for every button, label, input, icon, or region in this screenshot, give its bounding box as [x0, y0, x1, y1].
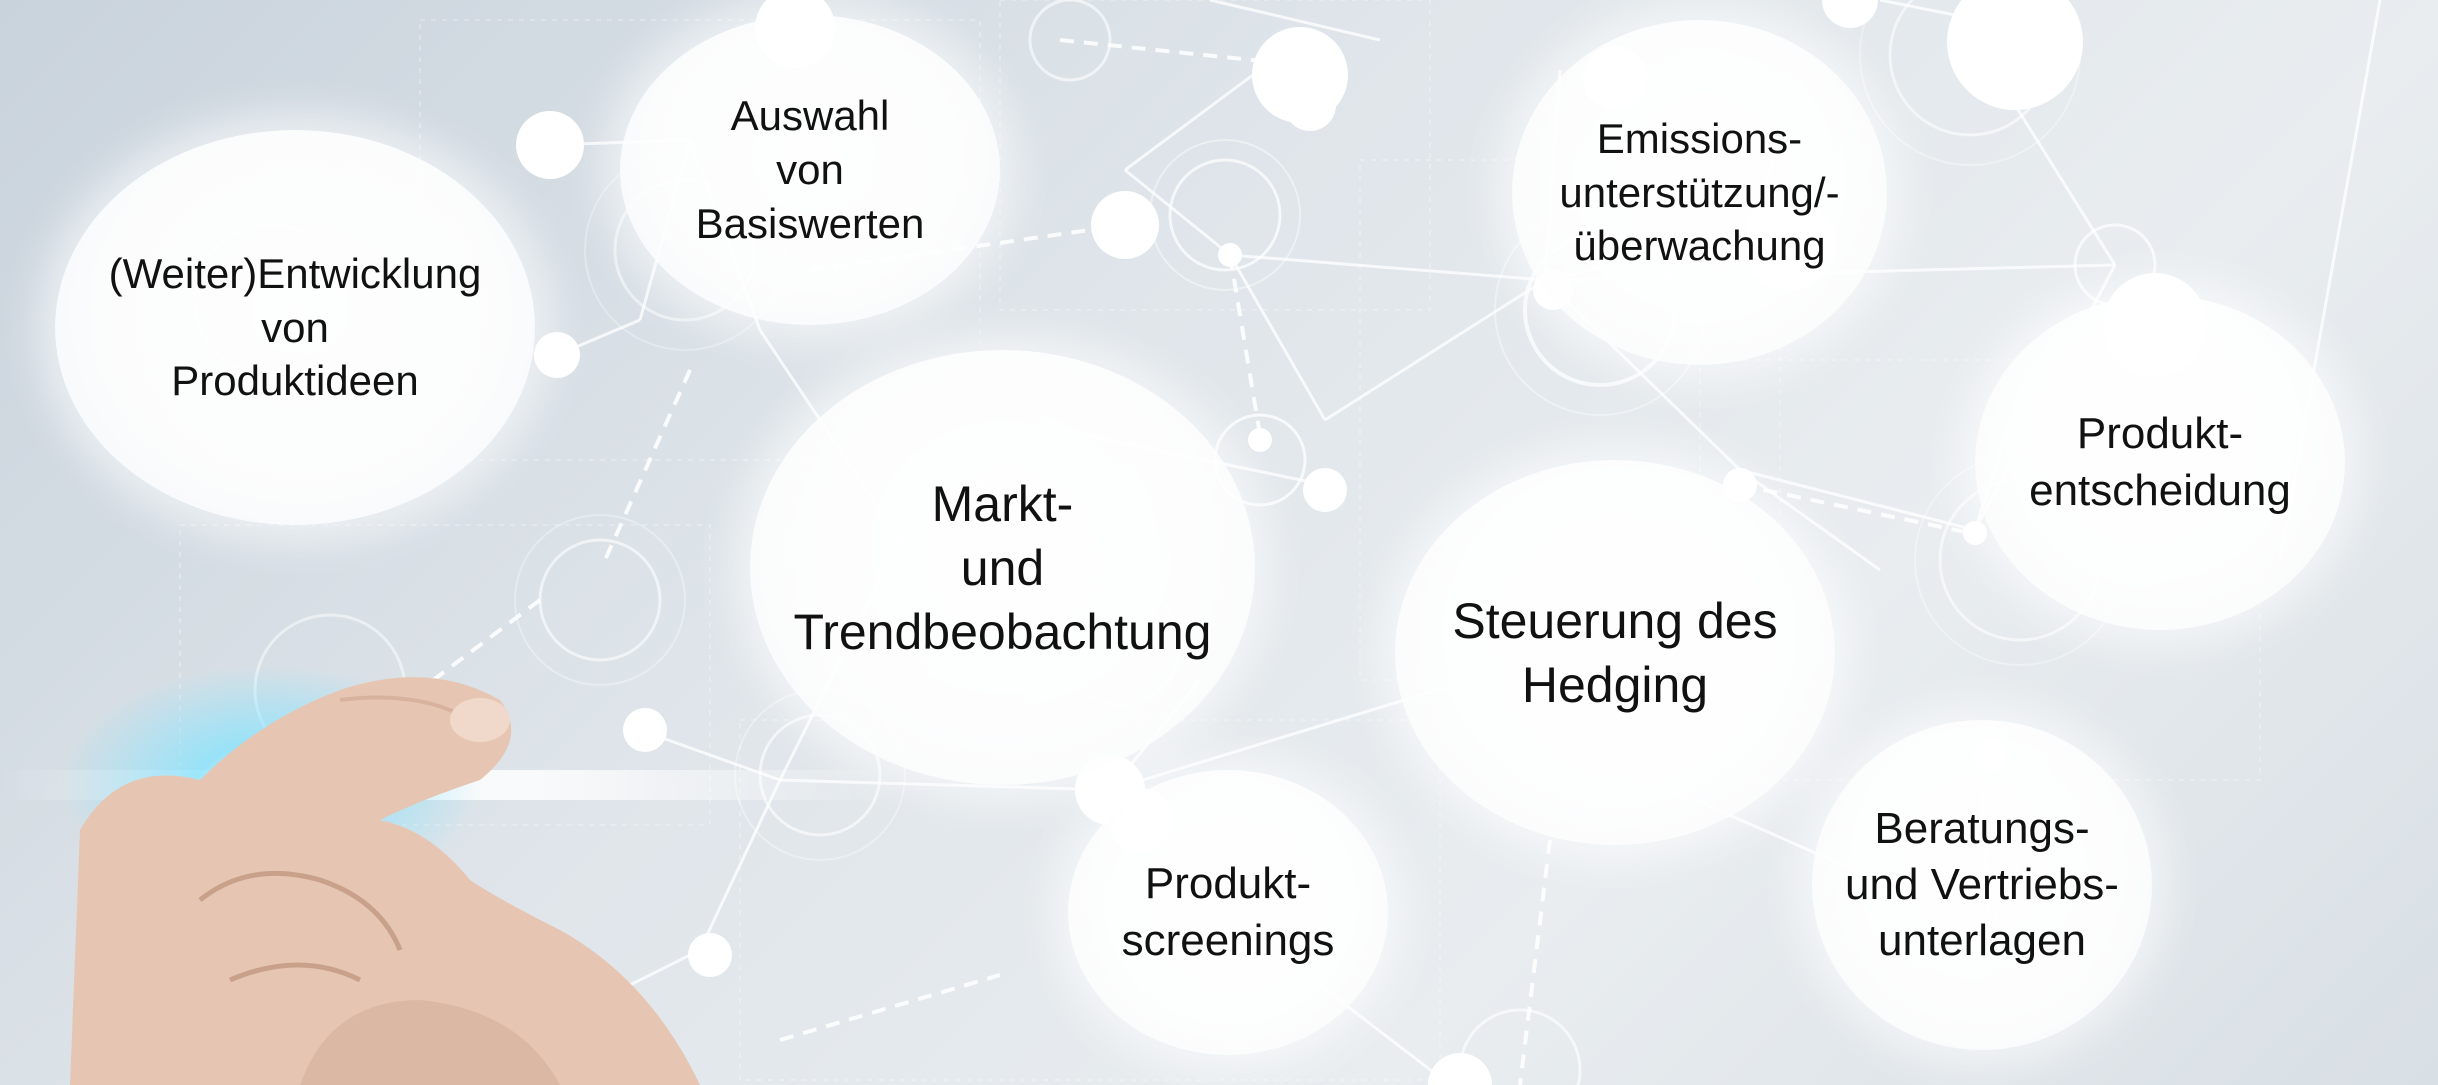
bubble-basiswerte-label: Auswahl von Basiswerten [695, 92, 925, 247]
bubble-emission-label: Emissions- unterstützung/- überwachung [1559, 114, 1840, 270]
bubble-produktentscheidung-label: Produkt- entscheidung [2029, 409, 2291, 515]
bubble-produktentscheidung: Produkt- entscheidung [1975, 295, 2345, 630]
hand-with-pen-icon [70, 677, 700, 1085]
bubble-produktideen: (Weiter)Entwicklung von Produktideen [55, 130, 535, 525]
bubble-markt-label: Markt- und Trendbeobachtung [793, 475, 1212, 660]
bubble-beratung-label: Beratungs- und Vertriebs- unterlagen [1845, 803, 2119, 966]
bubble-produktideen-label: (Weiter)Entwicklung von Produktideen [108, 249, 482, 405]
bubble-emission: Emissions- unterstützung/- überwachung [1512, 20, 1887, 365]
bubble-screenings: Produkt- screenings [1068, 770, 1388, 1055]
bubble-basiswerte: Auswahl von Basiswerten [620, 15, 1000, 325]
dashed-connectors [418, 38, 1981, 1085]
bubble-screenings-label: Produkt- screenings [1121, 859, 1335, 965]
bubble-hedging-label: Steuerung des Hedging [1452, 592, 1778, 713]
bubble-beratung: Beratungs- und Vertriebs- unterlagen [1812, 720, 2152, 1050]
bubble-hedging: Steuerung des Hedging [1395, 460, 1835, 845]
bubble-markt: Markt- und Trendbeobachtung [750, 350, 1255, 785]
